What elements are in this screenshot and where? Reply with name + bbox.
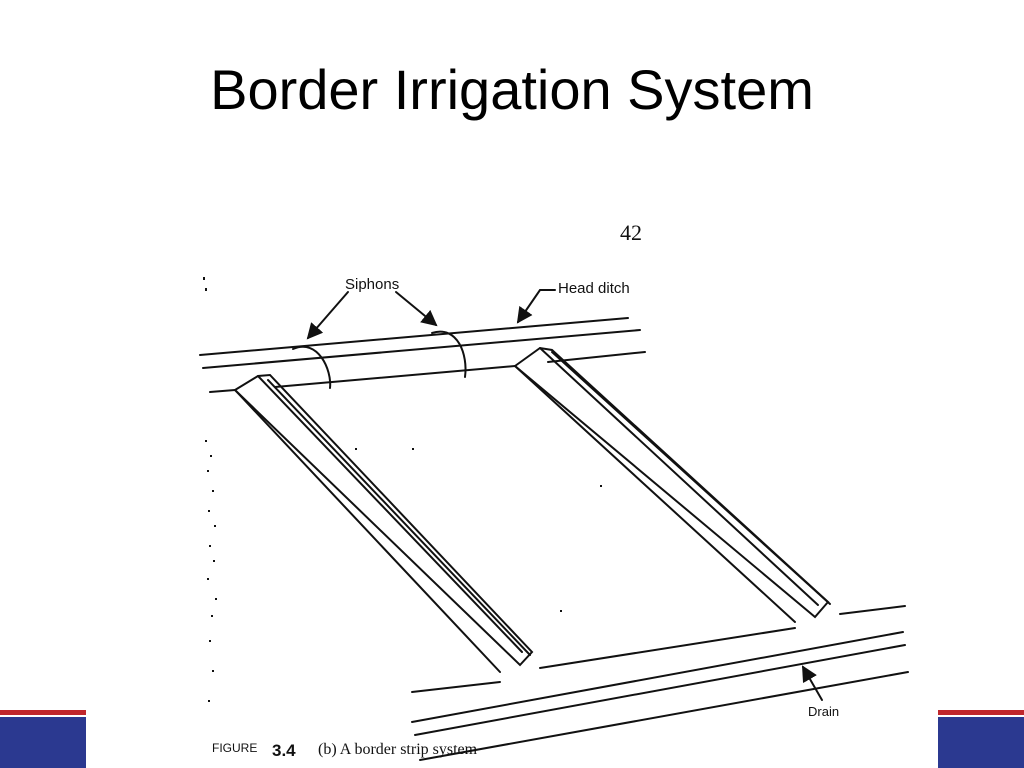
siphon-tube-right: [431, 330, 467, 378]
field-bottom-edge-mid: [539, 627, 796, 669]
head-ditch-line-top: [199, 317, 629, 356]
page-number: 42: [620, 220, 642, 245]
siphons-label: Siphons: [345, 276, 399, 293]
head-ditch-line-bottom: [209, 389, 236, 393]
drain-label: Drain: [808, 704, 839, 719]
drain-line-top: [411, 631, 904, 723]
right-ridge-crest-2: [551, 351, 831, 605]
accent-block-blue-left: [0, 717, 86, 768]
siphon-tube-left: [292, 345, 332, 389]
siphons-leader-left: [306, 291, 349, 340]
right-ridge-crest: [539, 347, 819, 606]
head-ditch-line-middle: [202, 329, 641, 369]
drain-line-middle: [414, 644, 906, 736]
left-border-ridge: [233, 373, 534, 667]
right-border-ridge: [513, 346, 830, 619]
slide-title: Border Irrigation System: [210, 58, 814, 121]
accent-block-blue-right: [938, 717, 1024, 768]
accent-bar-red-right: [938, 710, 1024, 715]
field-bottom-edge-right: [839, 605, 906, 615]
siphons-leader-right: [395, 291, 438, 327]
scan-speckles: [203, 277, 602, 702]
caption-text: (b) A border strip system: [318, 741, 478, 758]
left-ridge-crest-2: [267, 379, 531, 656]
accent-bar-red-left: [0, 710, 86, 715]
drain-line-bottom: [419, 671, 909, 761]
head-ditch-field-edge: [274, 365, 516, 388]
head-ditch-label: Head ditch: [558, 280, 630, 297]
caption-figure-word: FIGURE: [212, 741, 257, 755]
left-ridge-crest: [257, 375, 523, 653]
head-ditch-leader: [516, 289, 556, 324]
right-ridge-outer: [514, 365, 796, 623]
left-ridge-outer: [234, 389, 501, 673]
field-bottom-edge-left: [411, 681, 501, 693]
caption-figure-number: 3.4: [272, 741, 296, 760]
drain-leader: [802, 665, 823, 701]
